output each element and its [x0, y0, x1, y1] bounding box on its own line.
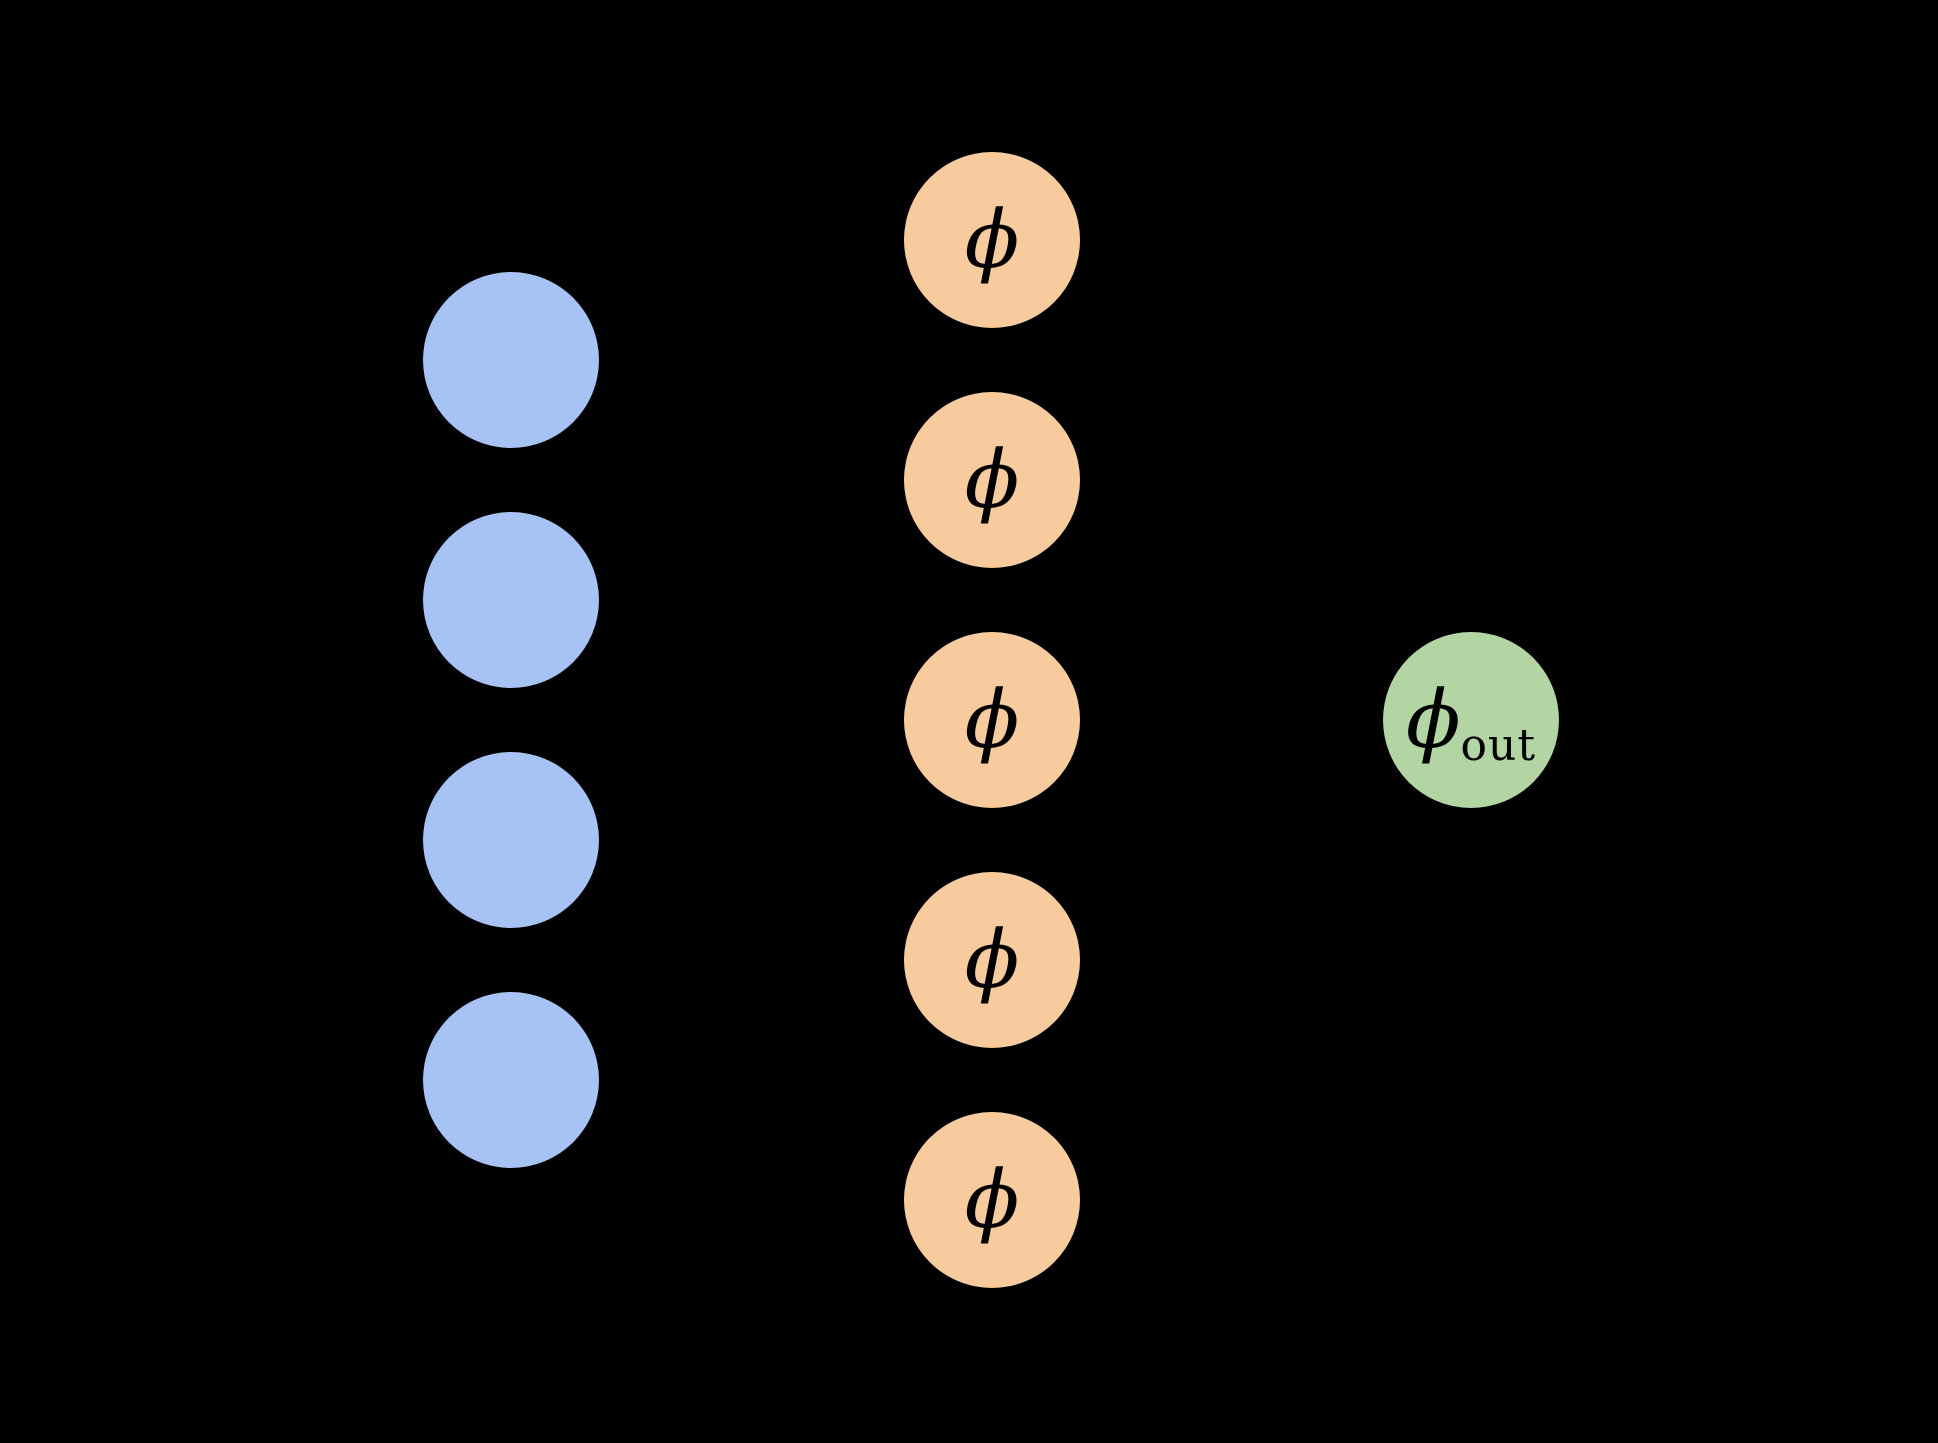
output-node-label-main: ϕ [1405, 673, 1461, 766]
hidden-node-1: ϕ [904, 152, 1080, 328]
hidden-node-label: ϕ [964, 1153, 1020, 1246]
hidden-node-3: ϕ [904, 632, 1080, 808]
hidden-node-2: ϕ [904, 392, 1080, 568]
hidden-node-label: ϕ [964, 913, 1020, 1006]
hidden-node-5: ϕ [904, 1112, 1080, 1288]
input-node-2 [423, 512, 599, 688]
hidden-node-4: ϕ [904, 872, 1080, 1048]
input-node-3 [423, 752, 599, 928]
input-node-1 [423, 272, 599, 448]
hidden-node-label: ϕ [964, 193, 1020, 286]
output-node-sublabel: out [1460, 720, 1537, 772]
output-node: ϕout [1383, 632, 1559, 808]
hidden-node-label: ϕ [964, 673, 1020, 766]
hidden-node-label: ϕ [964, 433, 1020, 526]
input-node-4 [423, 992, 599, 1168]
output-node-label: ϕout [1406, 680, 1536, 768]
